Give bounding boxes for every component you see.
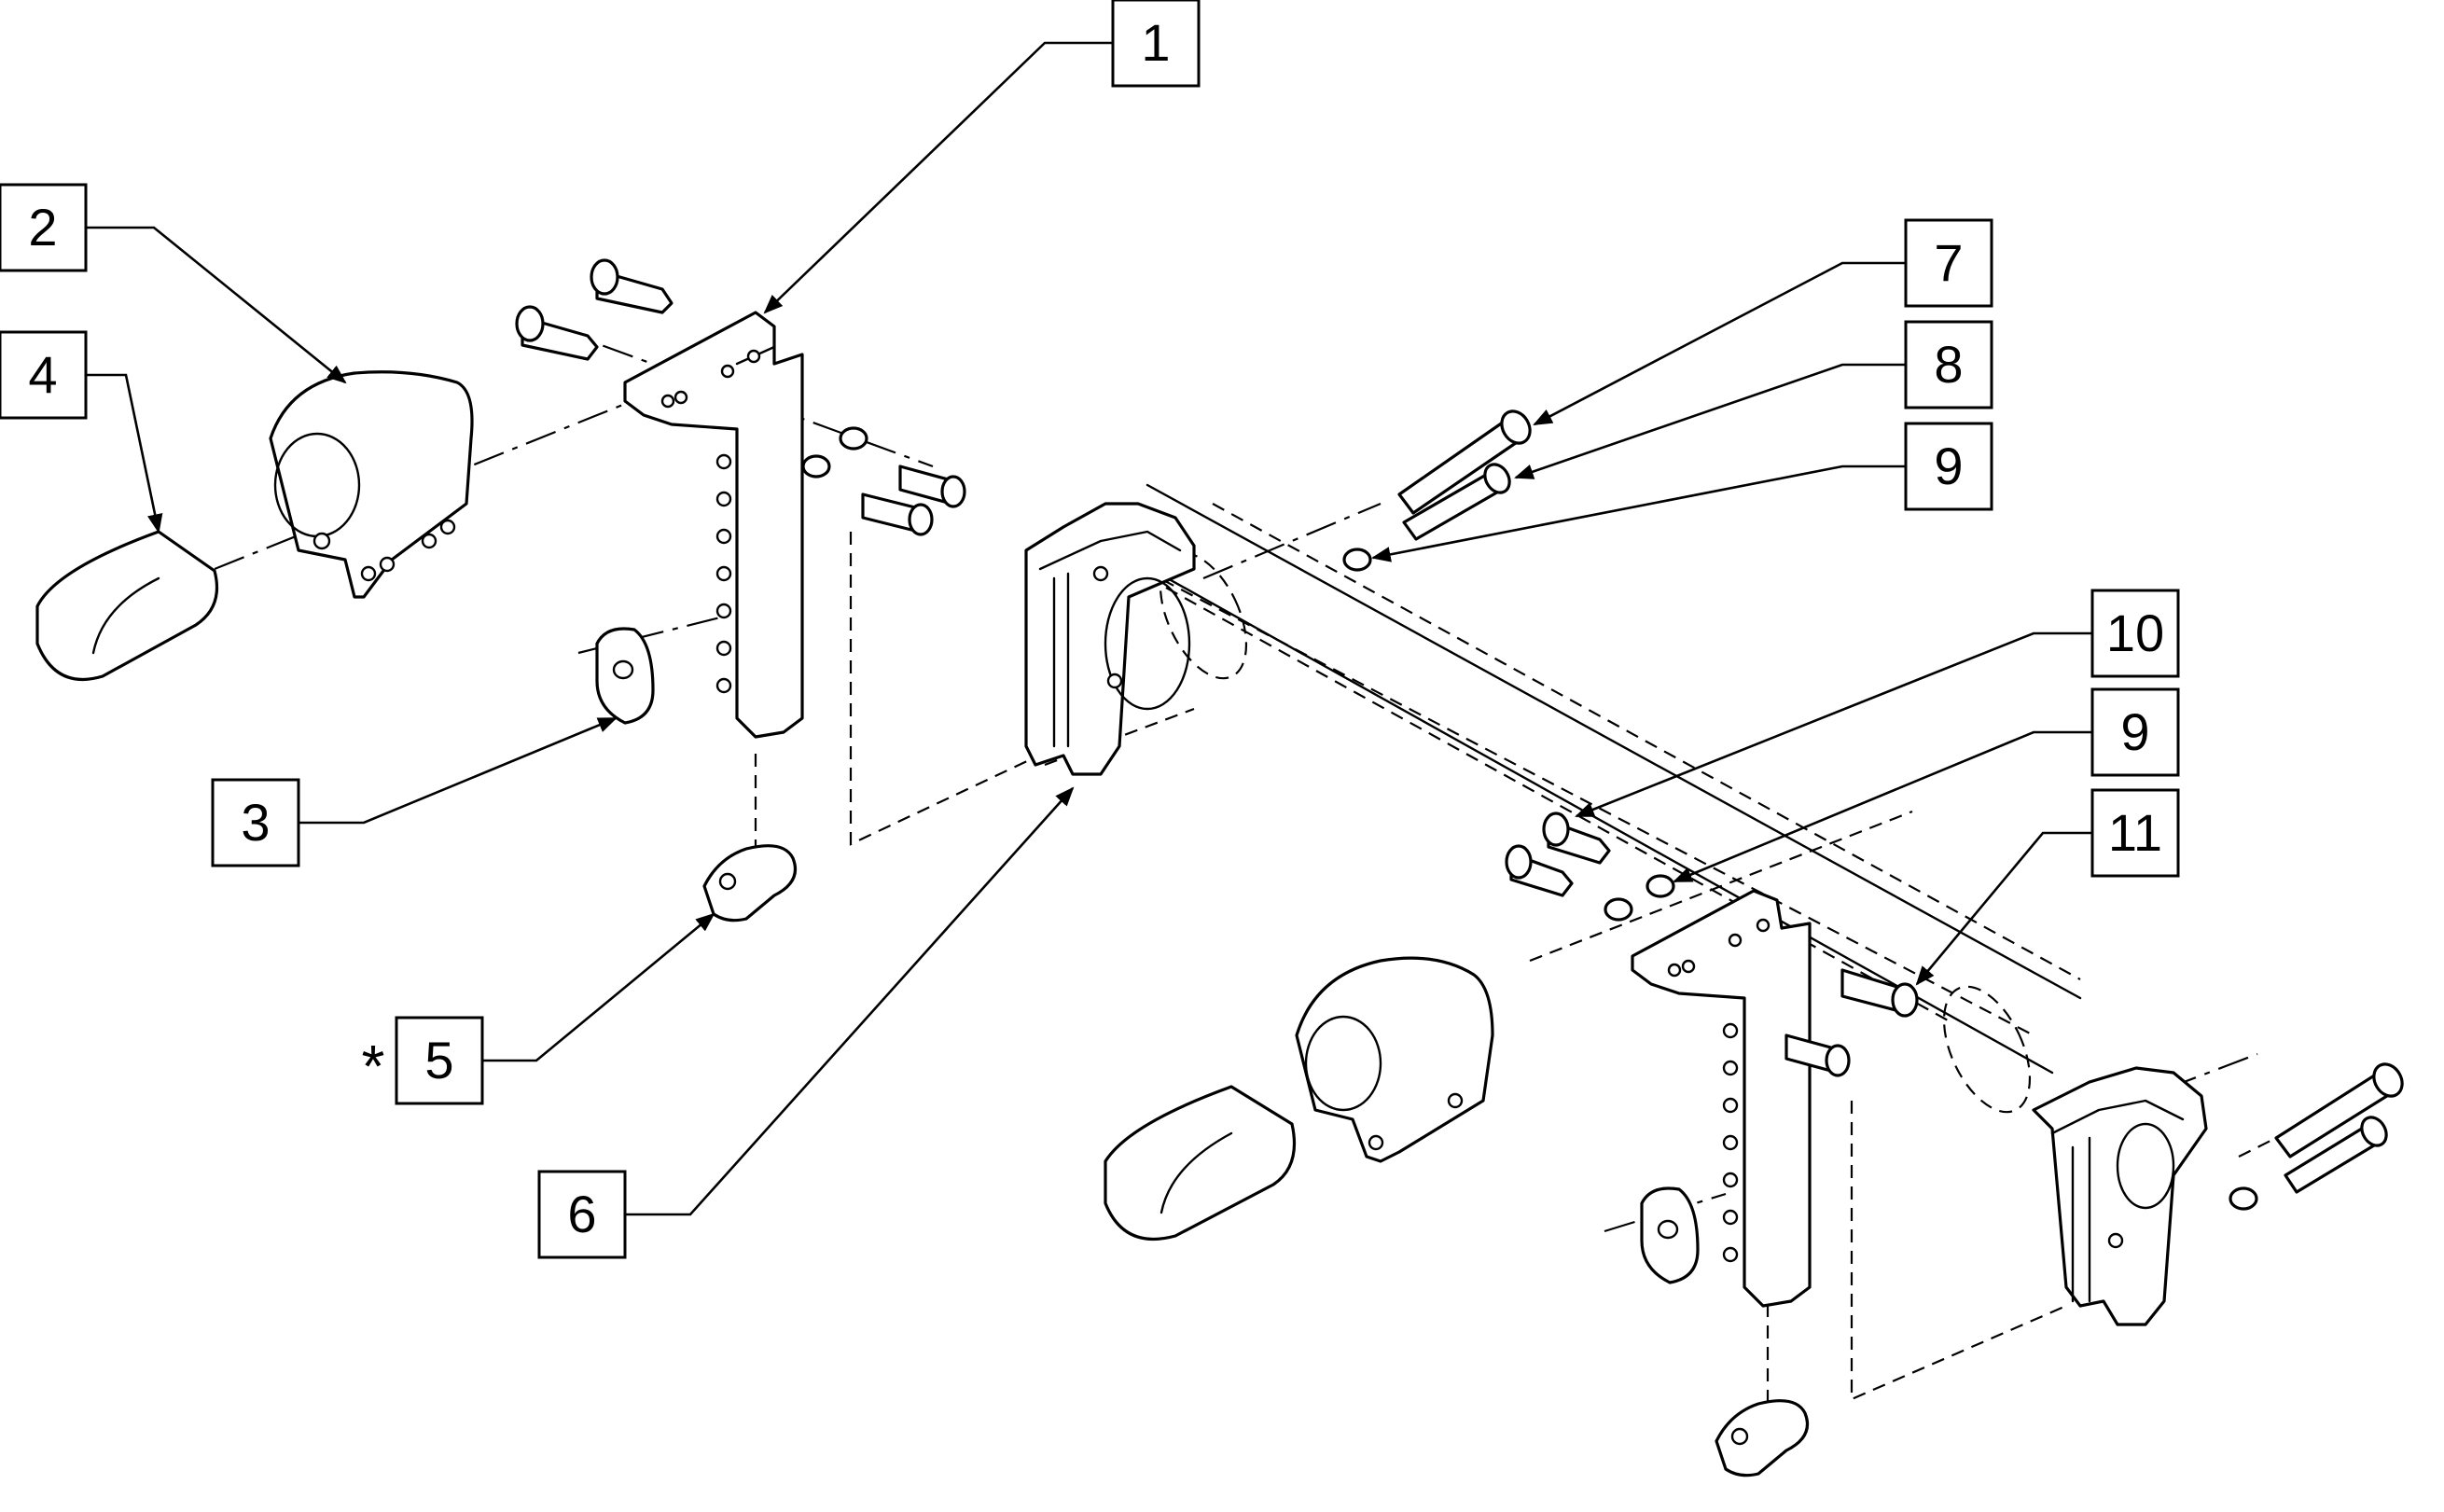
callout-6: 6 — [537, 786, 1075, 1259]
callout-5: 5 * — [362, 912, 715, 1105]
cross-tube — [1099, 483, 2082, 1114]
left-bolts — [515, 258, 966, 536]
callout-label: 6 — [567, 1185, 596, 1243]
left-bracket — [623, 311, 804, 739]
callout-label: 4 — [28, 345, 57, 404]
callout-label: 9 — [2120, 702, 2149, 761]
callout-asterisk: * — [362, 1033, 385, 1100]
callout-8: 8 — [1514, 320, 1993, 479]
callout-7: 7 — [1533, 218, 1993, 426]
right-bracket — [1631, 889, 1812, 1308]
callout-label: 8 — [1934, 335, 1963, 394]
callout-10: 10 — [1575, 589, 2180, 818]
left-clamp — [269, 370, 474, 599]
callout-label: 3 — [241, 793, 270, 852]
left-end-mount — [1024, 502, 1196, 776]
callout-11: 11 — [1915, 788, 2180, 986]
callout-2: 2 — [0, 183, 347, 384]
callout-9-upper: 9 — [1370, 422, 1993, 562]
right-spacer — [1640, 1186, 1700, 1284]
callout-label: 5 — [424, 1031, 453, 1089]
right-end-mount — [2032, 1066, 2208, 1326]
callout-label: 11 — [2108, 803, 2162, 862]
left-sleeve — [35, 530, 219, 681]
right-knob — [1715, 1399, 1810, 1477]
callout-3: 3 — [211, 716, 618, 867]
callout-1: 1 — [763, 0, 1201, 314]
right-clamp — [1295, 956, 1494, 1163]
callout-4: 4 — [0, 330, 163, 534]
callout-9-lower: 9 — [1673, 687, 2180, 883]
left-spacer — [595, 627, 655, 725]
callout-label: 9 — [1934, 437, 1963, 495]
callout-label: 10 — [2106, 603, 2164, 662]
callout-label: 7 — [1934, 233, 1963, 292]
right-sleeve — [1104, 1085, 1297, 1241]
left-knob — [702, 844, 798, 922]
callout-label: 2 — [28, 198, 57, 257]
callout-label: 1 — [1141, 13, 1170, 72]
right-bolts — [1342, 409, 2404, 1211]
